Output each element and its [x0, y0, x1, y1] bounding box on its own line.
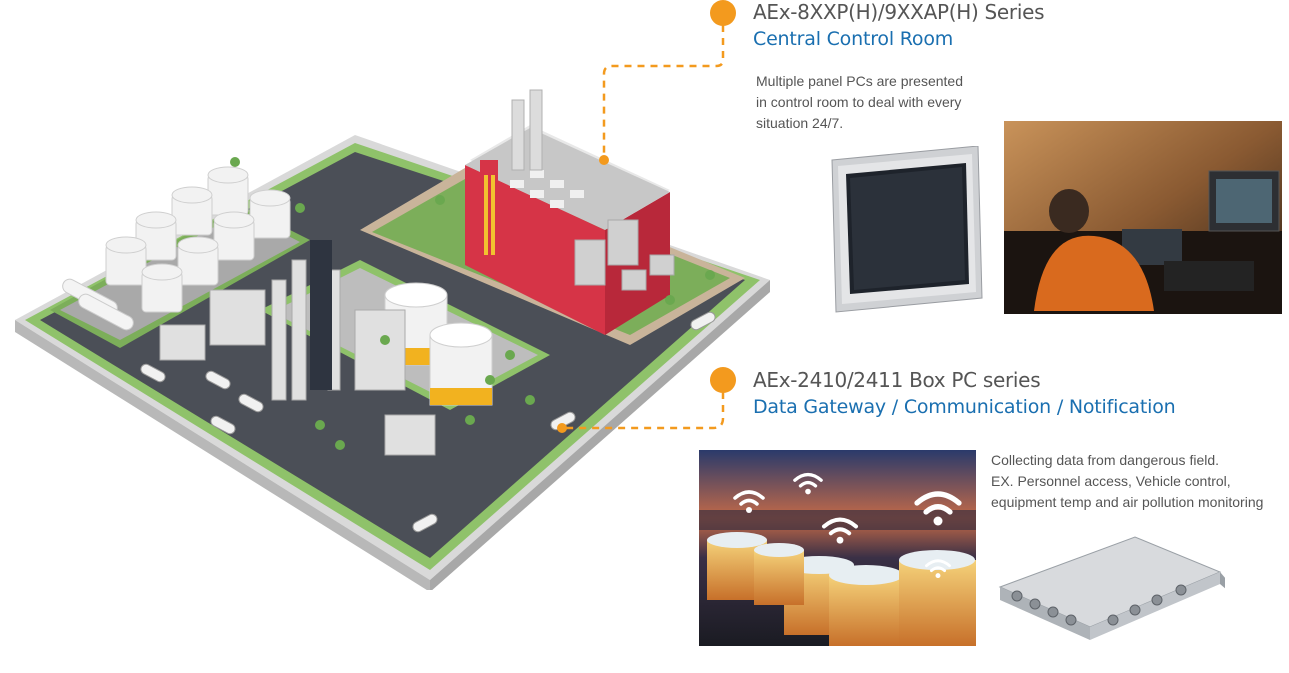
panel-pc-image: [831, 146, 983, 313]
callout-marker-dot: [710, 0, 736, 26]
callout-2-title: AEx-2410/2411 Box PC series: [753, 368, 1041, 392]
wifi-icon: [822, 517, 858, 544]
callout-1-subtitle: Central Control Room: [753, 28, 954, 50]
callout-1-title: AEx-8XXP(H)/9XXAP(H) Series: [753, 0, 1045, 24]
wifi-icon: [793, 472, 823, 495]
control-room-photo: [1004, 121, 1282, 314]
box-pc-image: [998, 536, 1225, 640]
wifi-icon: [925, 559, 951, 579]
callout-2-subtitle: Data Gateway / Communication / Notificat…: [753, 396, 1176, 418]
industrial-plant-illustration: [15, 89, 770, 590]
callout-2-description: Collecting data from dangerous field. EX…: [991, 452, 1264, 510]
wifi-icon: [733, 490, 765, 513]
wifi-icon: [914, 491, 962, 526]
callout-marker-dot: [710, 367, 736, 393]
callout-1-description: Multiple panel PCs are presented in cont…: [756, 73, 964, 131]
tank-farm-night-photo: [699, 450, 976, 646]
